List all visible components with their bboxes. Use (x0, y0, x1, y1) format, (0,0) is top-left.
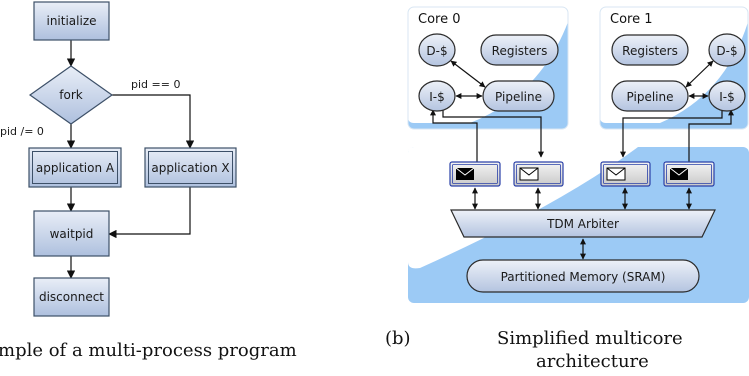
caption-a: mple of a multi-process program (0, 340, 297, 361)
application-a-inner-border (32, 151, 118, 184)
wire-core1-pipeline-mailbox3 (620, 110, 723, 158)
core-0-registers (480, 34, 559, 66)
application-x-label: application X (151, 161, 229, 175)
envelope-filled-icon (669, 167, 689, 180)
wire-core1-icache-mailbox4 (688, 109, 734, 162)
core-0-registers-label: Registers (492, 44, 548, 58)
core-0-title: Core 0 (418, 12, 461, 27)
envelope-open-icon (606, 167, 626, 181)
edge-fork-application-x (112, 94, 195, 149)
mailbox-2 (513, 161, 564, 187)
caption-b-line2: architecture (536, 351, 649, 372)
application-a-label: application A (36, 161, 115, 175)
application-x-inner-border (148, 151, 233, 184)
mailbox-1 (449, 161, 501, 187)
application-a-node (28, 147, 122, 188)
core-1-dcache (708, 33, 746, 67)
core-1-icache (708, 80, 746, 112)
tdm-arbiter (450, 209, 716, 238)
fork-node (28, 65, 114, 125)
mailbox-4 (663, 161, 715, 187)
partitioned-memory-label: Partitioned Memory (SRAM) (501, 270, 666, 284)
edge-application-x-waitpid (108, 187, 191, 239)
partitioned-memory (466, 259, 700, 293)
core-0-dcache (418, 33, 456, 67)
initialize-node (33, 1, 110, 41)
pid-ne-label: pid /= 0 (0, 125, 44, 138)
wire-core0-pipeline-mailbox2 (442, 110, 544, 158)
core-0-dcache-label: D-$ (426, 44, 447, 58)
core-1-registers-label: Registers (622, 44, 678, 58)
disconnect-node (33, 277, 110, 317)
fork-label: fork (59, 88, 83, 102)
envelope-filled-icon (455, 167, 475, 180)
core-1-title: Core 1 (610, 12, 653, 27)
core-1-registers (611, 34, 689, 66)
waitpid-node (33, 210, 110, 257)
flowchart-diagram: initialize fork pid == 0 pid /= 0 applic… (0, 1, 237, 317)
pid-eq-label: pid == 0 (131, 78, 180, 91)
core-1-pipeline (611, 80, 689, 112)
core-1-icache-label: I-$ (719, 90, 735, 104)
wire-core0-icache-mailbox1 (430, 109, 478, 162)
core-1-dcache-label: D-$ (716, 44, 737, 58)
core-1-dcache-pipeline-link (685, 60, 714, 88)
mailbox-3 (600, 161, 651, 187)
caption-b-label: (b) (385, 328, 411, 349)
core-0-pipeline-label: Pipeline (495, 90, 542, 104)
tdm-arbiter-label: TDM Arbiter (546, 217, 619, 231)
core-0-icache-label: I-$ (429, 90, 445, 104)
envelope-open-icon (519, 167, 539, 181)
core-0-dcache-pipeline-link (450, 60, 486, 88)
core-0-pipeline (482, 80, 555, 112)
initialize-label: initialize (46, 14, 96, 28)
waitpid-label: waitpid (50, 227, 94, 241)
disconnect-label: disconnect (39, 290, 104, 304)
core-1-pipeline-label: Pipeline (627, 90, 674, 104)
application-x-node (144, 147, 237, 188)
architecture-diagram: Core 0 Core 1 D-$ Registers I-$ Pipeline (407, 6, 749, 303)
caption-b-line1: Simplified multicore (497, 328, 683, 349)
core-0-icache (418, 80, 456, 112)
